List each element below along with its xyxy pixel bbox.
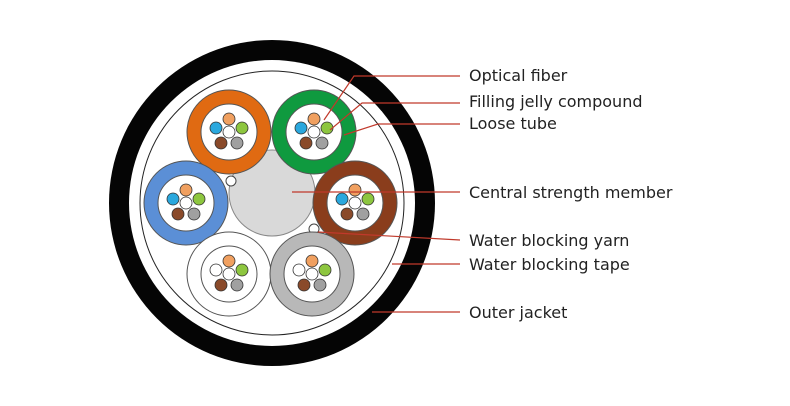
label-filling-jelly-compound: Filling jelly compound [469, 92, 643, 111]
optical-fiber-gray [315, 136, 329, 150]
loose-tube-brown [312, 160, 398, 246]
optical-fiber-blue [335, 192, 349, 206]
optical-fiber-white [305, 267, 319, 281]
loose-tubes [143, 89, 398, 317]
optical-fiber-white [307, 125, 321, 139]
optical-fiber-white [348, 196, 362, 210]
optical-fiber-orange [305, 254, 319, 268]
optical-fiber-orange [179, 183, 193, 197]
optical-fiber-blue [294, 121, 308, 135]
leader-lines [292, 75, 461, 313]
loose-tube-white [186, 231, 272, 317]
optical-fiber-blue [292, 263, 306, 277]
optical-fiber-green [192, 192, 206, 206]
label-water-blocking-yarn: Water blocking yarn [469, 231, 629, 250]
optical-fiber-white [222, 267, 236, 281]
leader-water-blocking-yarn [317, 231, 461, 241]
leader-optical-fiber [323, 75, 460, 121]
leader-loose-tube [343, 123, 460, 136]
label-water-blocking-tape: Water blocking tape [469, 255, 630, 274]
optical-fiber-white [222, 125, 236, 139]
optical-fiber-gray [230, 278, 244, 292]
leader-filling-jelly [329, 102, 460, 131]
label-loose-tube: Loose tube [469, 114, 557, 133]
optical-fiber-gray [187, 207, 201, 221]
optical-fiber-brown [340, 207, 354, 221]
optical-fiber-green [320, 121, 334, 135]
loose-tube-orange [186, 89, 272, 175]
optical-fiber-gray [356, 207, 370, 221]
optical-fiber-gray [230, 136, 244, 150]
loose-tube-blue [143, 160, 229, 246]
optical-fiber-orange [222, 112, 236, 126]
optical-fiber-green [235, 121, 249, 135]
label-central-strength-member: Central strength member [469, 183, 673, 202]
optical-fiber-brown [214, 278, 228, 292]
optical-fiber-orange [348, 183, 362, 197]
optical-fiber-blue [209, 121, 223, 135]
optical-fiber-orange [307, 112, 321, 126]
optical-fiber-white [179, 196, 193, 210]
label-optical-fiber: Optical fiber [469, 66, 568, 85]
optical-fiber-brown [297, 278, 311, 292]
optical-fiber-brown [171, 207, 185, 221]
optical-fiber-green [361, 192, 375, 206]
optical-fiber-brown [299, 136, 313, 150]
water-blocking-yarn-1 [225, 175, 237, 187]
optical-fiber-orange [222, 254, 236, 268]
label-outer-jacket: Outer jacket [469, 303, 567, 322]
optical-fiber-brown [214, 136, 228, 150]
optical-fiber-green [318, 263, 332, 277]
loose-tube-green [271, 89, 357, 175]
optical-fiber-green [235, 263, 249, 277]
optical-fiber-gray [313, 278, 327, 292]
water-blocking-tape-line [139, 70, 405, 336]
optical-fiber-blue [166, 192, 180, 206]
loose-tube-gray [269, 231, 355, 317]
optical-fiber-blue [209, 263, 223, 277]
